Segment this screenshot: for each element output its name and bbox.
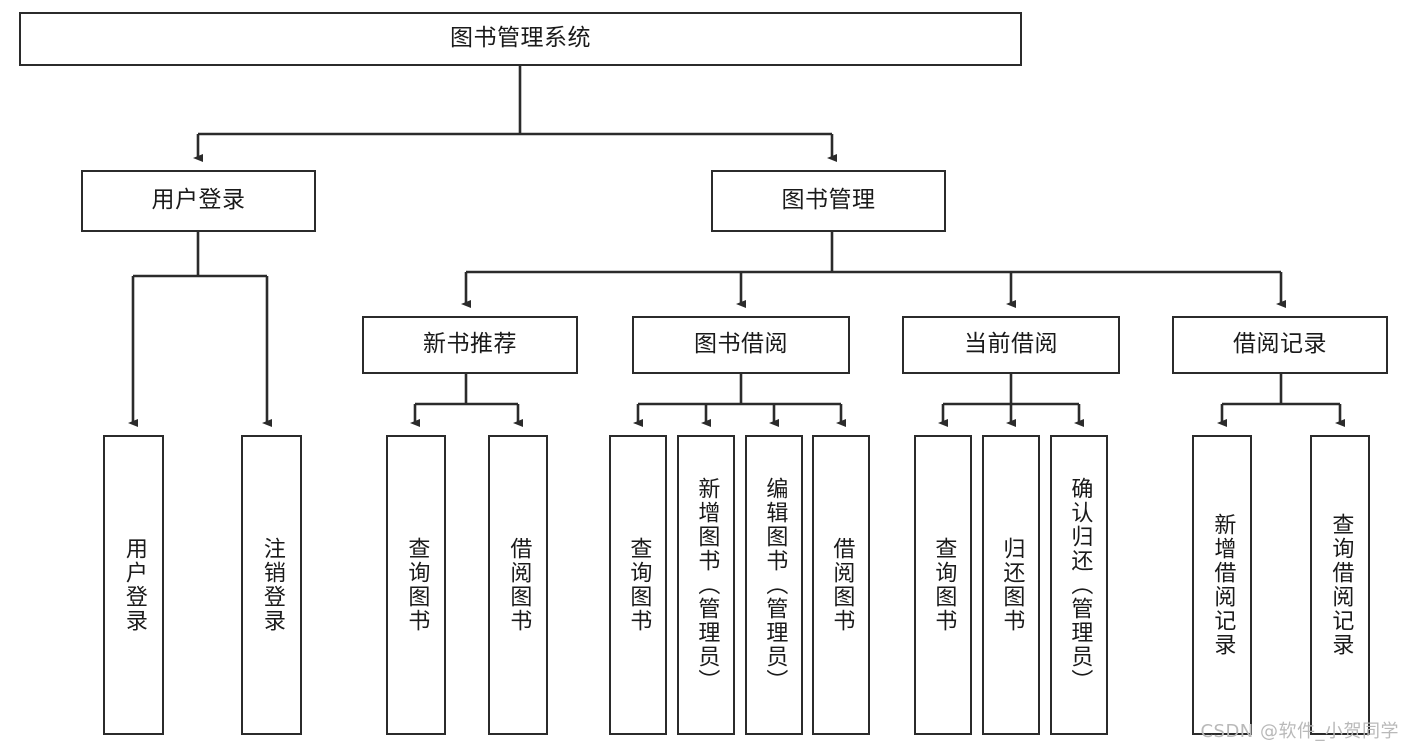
node-root[interactable]: 图书管理系统 [19,12,1022,66]
leaf-borrow-book-recommend[interactable]: 借阅图书 [488,435,548,735]
node-user-login-label: 用户登录 [151,187,246,214]
leaf-return-book-label: 归还图书 [999,537,1025,633]
node-new-book-recommend[interactable]: 新书推荐 [362,316,578,374]
leaf-query-book-recommend-label: 查询图书 [404,537,430,633]
leaf-query-borrow-record-label: 查询借阅记录 [1328,513,1354,657]
node-current-borrow[interactable]: 当前借阅 [902,316,1120,374]
node-new-book-recommend-label: 新书推荐 [423,331,517,358]
leaf-user-login[interactable]: 用户登录 [103,435,164,735]
leaf-add-borrow-record[interactable]: 新增借阅记录 [1192,435,1252,735]
leaf-query-borrow-record[interactable]: 查询借阅记录 [1310,435,1370,735]
leaf-query-book-current[interactable]: 查询图书 [914,435,972,735]
leaf-borrow-book-borrow-label: 借阅图书 [829,537,855,633]
node-borrow-record-label: 借阅记录 [1233,331,1327,358]
node-borrow-record[interactable]: 借阅记录 [1172,316,1388,374]
leaf-edit-book-admin[interactable]: 编辑图书（管理员） [745,435,803,735]
leaf-borrow-book-recommend-label: 借阅图书 [506,537,532,633]
node-book-manage[interactable]: 图书管理 [711,170,946,232]
watermark: CSDN @软件_小贺同学 [1200,721,1399,742]
leaf-add-borrow-record-label: 新增借阅记录 [1210,513,1236,657]
leaf-query-book-current-label: 查询图书 [931,537,957,633]
leaf-add-book-admin-label: 新增图书（管理员） [694,477,720,693]
leaf-return-book[interactable]: 归还图书 [982,435,1040,735]
node-user-login[interactable]: 用户登录 [81,170,316,232]
leaf-user-logout-label: 注销登录 [259,537,285,633]
leaf-confirm-return-admin[interactable]: 确认归还（管理员） [1050,435,1108,735]
node-book-borrow[interactable]: 图书借阅 [632,316,850,374]
leaf-add-book-admin[interactable]: 新增图书（管理员） [677,435,735,735]
leaf-query-book-recommend[interactable]: 查询图书 [386,435,446,735]
node-book-manage-label: 图书管理 [781,187,876,214]
leaf-borrow-book-borrow[interactable]: 借阅图书 [812,435,870,735]
leaf-user-login-label: 用户登录 [121,537,147,633]
leaf-query-book-borrow[interactable]: 查询图书 [609,435,667,735]
leaf-edit-book-admin-label: 编辑图书（管理员） [762,477,788,693]
leaf-user-logout[interactable]: 注销登录 [241,435,302,735]
node-root-label: 图书管理系统 [450,25,591,52]
node-current-borrow-label: 当前借阅 [964,331,1058,358]
node-book-borrow-label: 图书借阅 [694,331,788,358]
leaf-confirm-return-admin-label: 确认归还（管理员） [1067,477,1093,693]
leaf-query-book-borrow-label: 查询图书 [626,537,652,633]
